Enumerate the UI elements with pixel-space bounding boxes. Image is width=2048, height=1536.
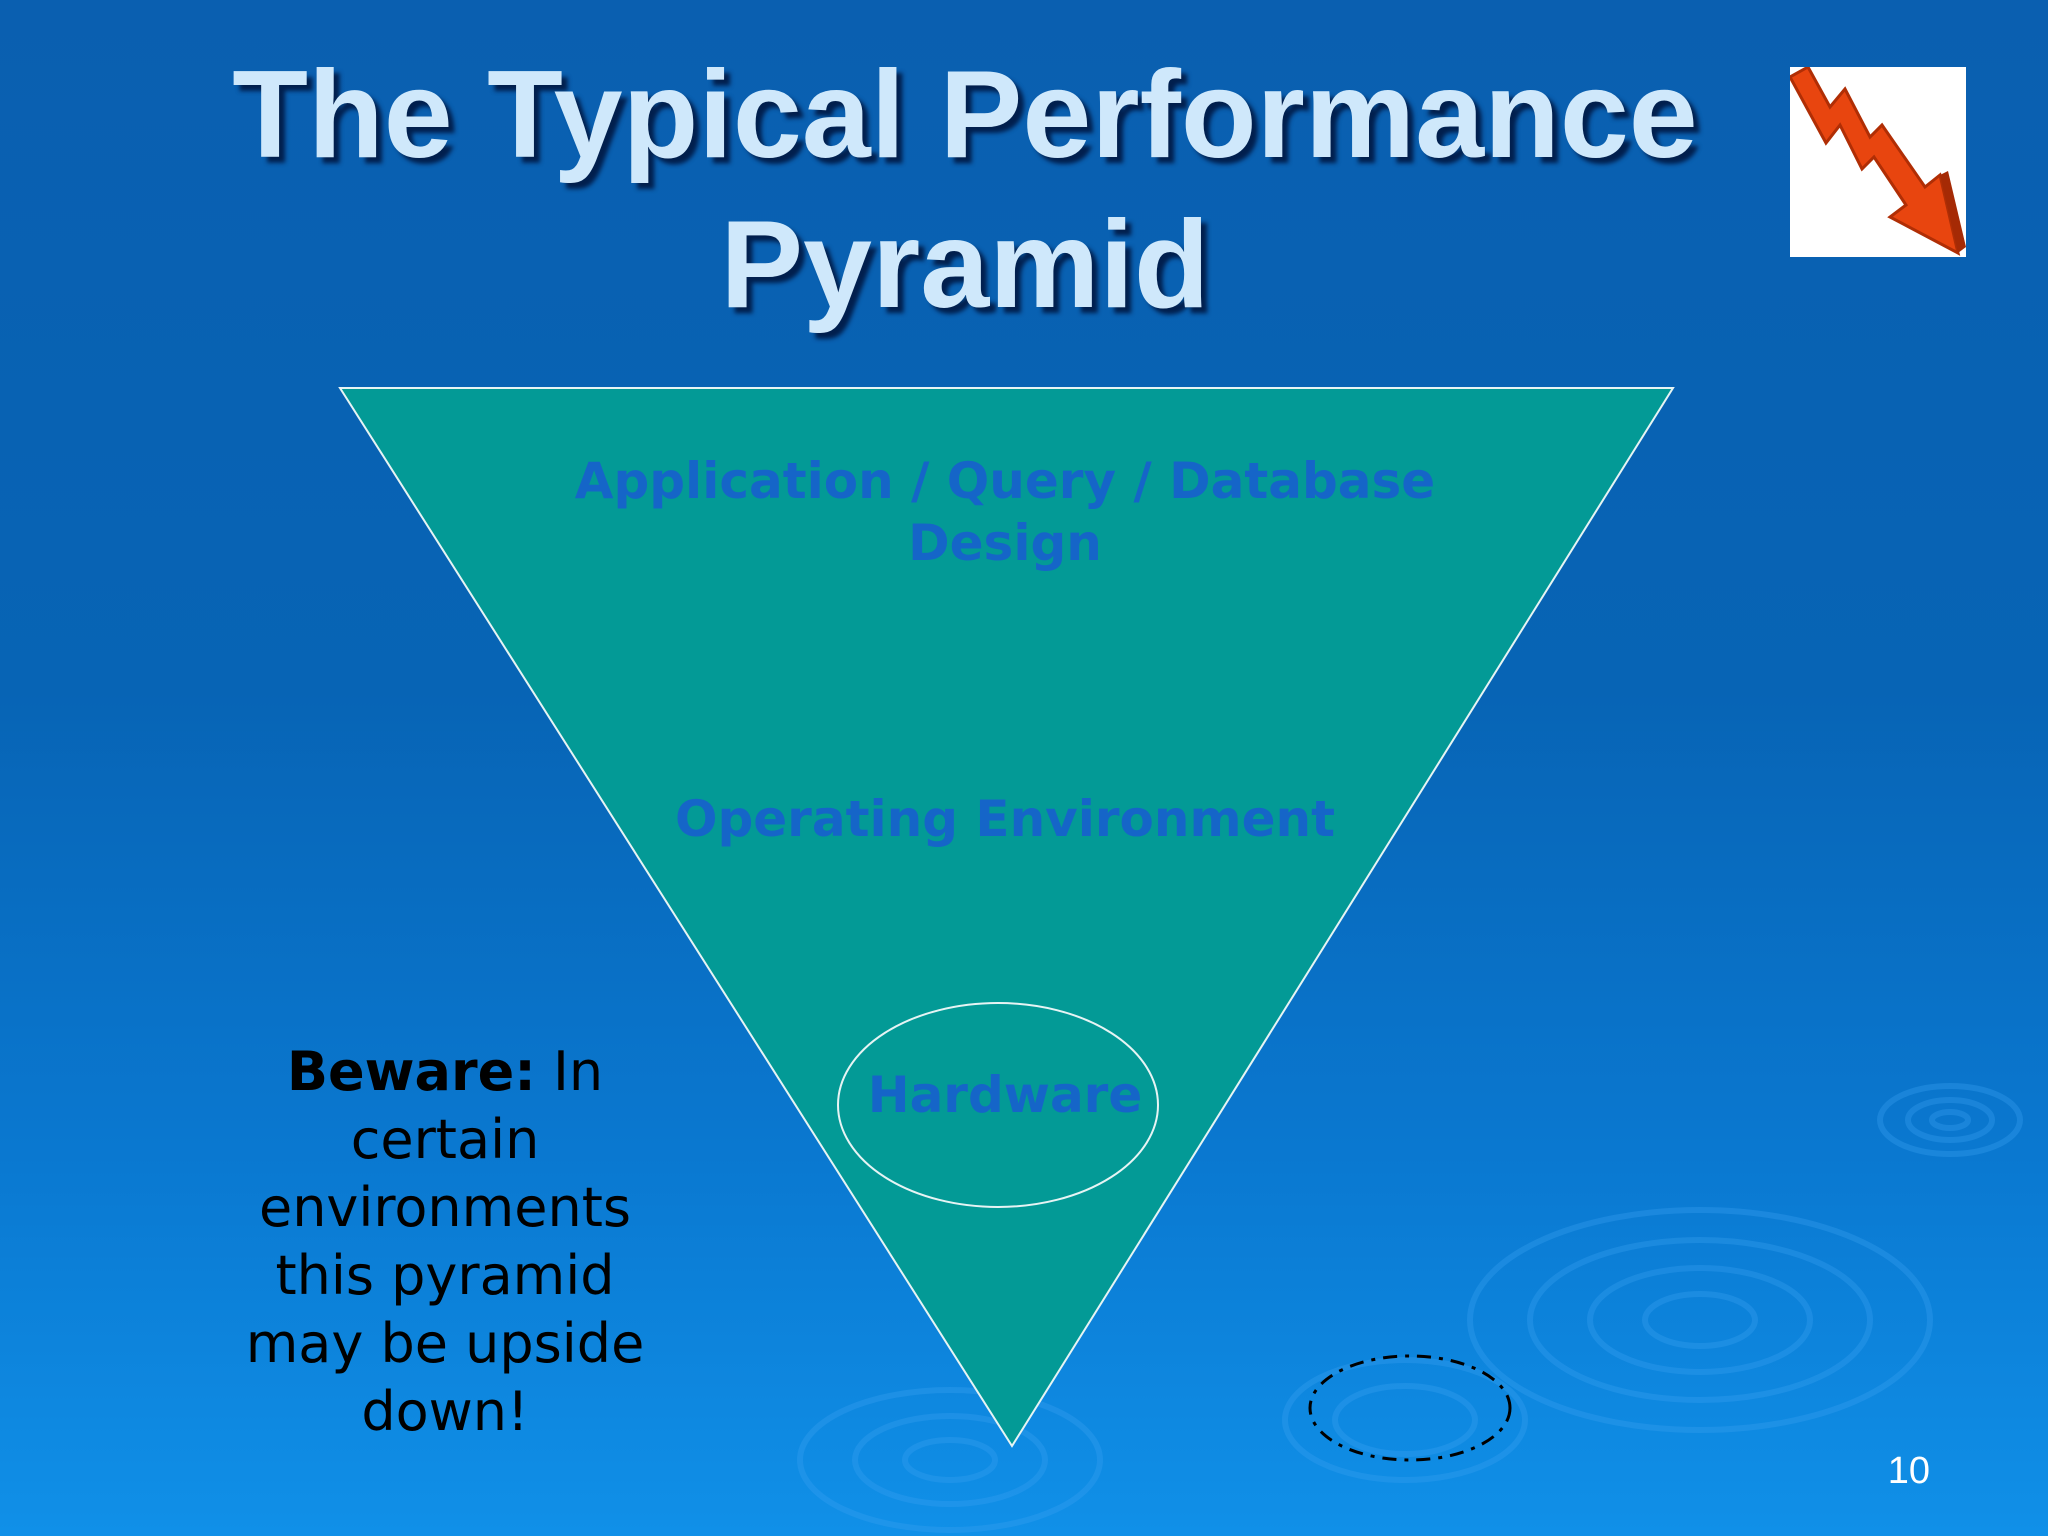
- beware-label: Beware:: [286, 1040, 536, 1103]
- pyramid-triangle: [338, 387, 1675, 1448]
- hardware-highlight-ellipse: [837, 1002, 1159, 1208]
- page-number: 10: [1887, 1450, 1930, 1492]
- declining-chart-arrow-icon: [1787, 64, 1966, 257]
- layer-label-operating-environment: Operating Environment: [674, 790, 1336, 848]
- beware-note: Beware: In certain environments this pyr…: [210, 1038, 680, 1446]
- slide-title: The Typical Performance Pyramid: [232, 46, 1698, 334]
- layer-label-application: Application / Query / Database Design: [574, 452, 1436, 572]
- beware-text: In certain environments this pyramid may…: [245, 1040, 645, 1443]
- layer-label-hardware: Hardware: [867, 1066, 1143, 1124]
